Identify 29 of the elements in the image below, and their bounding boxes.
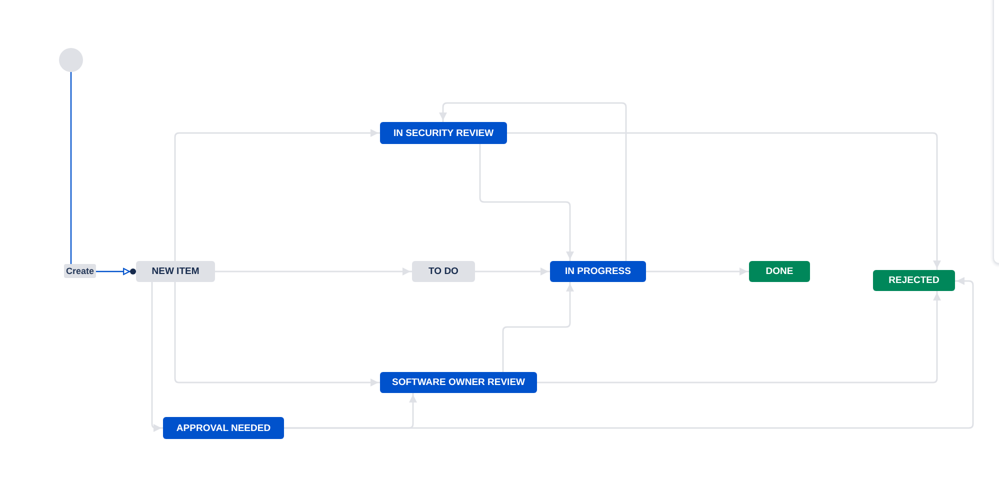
arrow — [479, 144, 574, 261]
status-name: APPROVAL NEEDED — [176, 422, 271, 434]
arrow — [537, 291, 941, 384]
status-name: TO DO — [428, 266, 458, 277]
status-box — [380, 372, 537, 393]
arrow — [502, 282, 574, 372]
arrow — [174, 129, 380, 261]
status-name: IN PROGRESS — [565, 266, 631, 277]
arrow — [507, 132, 941, 270]
arrow — [284, 277, 974, 429]
status-box — [550, 261, 646, 282]
status-name: SOFTWARE OWNER REVIEW — [392, 377, 525, 388]
arrow — [215, 268, 412, 276]
arrow — [646, 268, 749, 276]
status-box — [412, 261, 475, 282]
status-name: IN SECURITY REVIEW — [393, 128, 494, 138]
status-box — [380, 122, 507, 144]
status-box — [873, 270, 955, 291]
arrow — [439, 102, 627, 261]
status-box — [163, 417, 284, 439]
status-name: NEW ITEM — [152, 266, 200, 277]
arrow — [174, 282, 380, 386]
status-name: REJECTED — [888, 275, 940, 286]
status-name: DONE — [766, 266, 794, 277]
edge-label: Create — [64, 264, 96, 278]
arrow — [475, 268, 550, 276]
status-box — [749, 261, 810, 282]
arrow — [151, 282, 163, 432]
status-box — [136, 261, 215, 282]
